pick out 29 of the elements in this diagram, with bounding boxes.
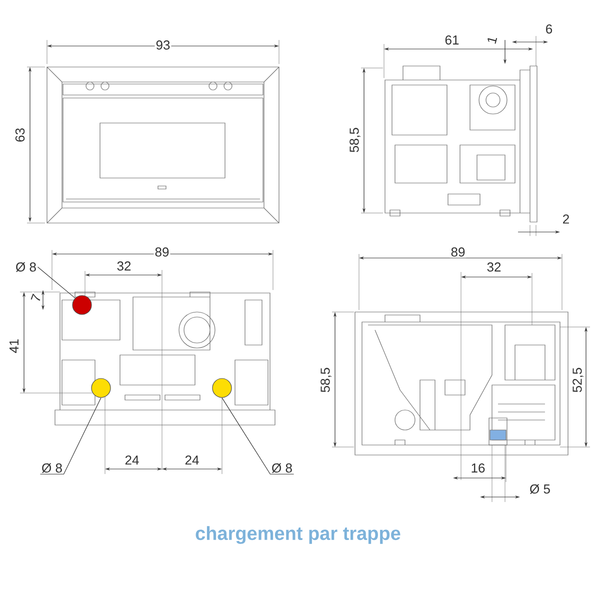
dimension-label: 24: [184, 454, 200, 466]
flue-outlet: [72, 295, 92, 315]
diameter-label: Ø 8: [272, 463, 292, 473]
dimension-label: 63: [14, 126, 26, 144]
dimension-label: 89: [450, 246, 466, 258]
dimension-label: 93: [154, 39, 172, 51]
diameter-label: Ø 8: [16, 262, 36, 272]
dimension-label: 58,5: [348, 126, 362, 154]
dimension-label: 41: [8, 338, 20, 354]
leader-line: [222, 398, 294, 474]
dimension-label: 16: [470, 462, 486, 474]
dimension-label: 32: [486, 261, 502, 273]
dimension-label: 2: [561, 213, 571, 225]
dimension-label: 58,5: [320, 366, 332, 394]
leader-line: [37, 266, 76, 298]
diameter-label: Ø 8: [42, 463, 62, 473]
dimension-label: 89: [154, 246, 170, 258]
leader-line: [40, 398, 102, 474]
dimension-label: 52,5: [572, 366, 584, 394]
dimension-label: 32: [116, 260, 132, 272]
dimension-label: 24: [124, 454, 140, 466]
dimension-label: 6: [544, 23, 554, 35]
dimension-label: 61: [444, 34, 460, 46]
air-inlet: [212, 378, 232, 398]
air-inlet: [91, 378, 111, 398]
caption: chargement par trappe: [196, 526, 400, 544]
dimension-label: 7: [29, 292, 43, 304]
dimension-label: Ø 5: [528, 483, 552, 495]
dimension-label: 1: [486, 34, 498, 46]
